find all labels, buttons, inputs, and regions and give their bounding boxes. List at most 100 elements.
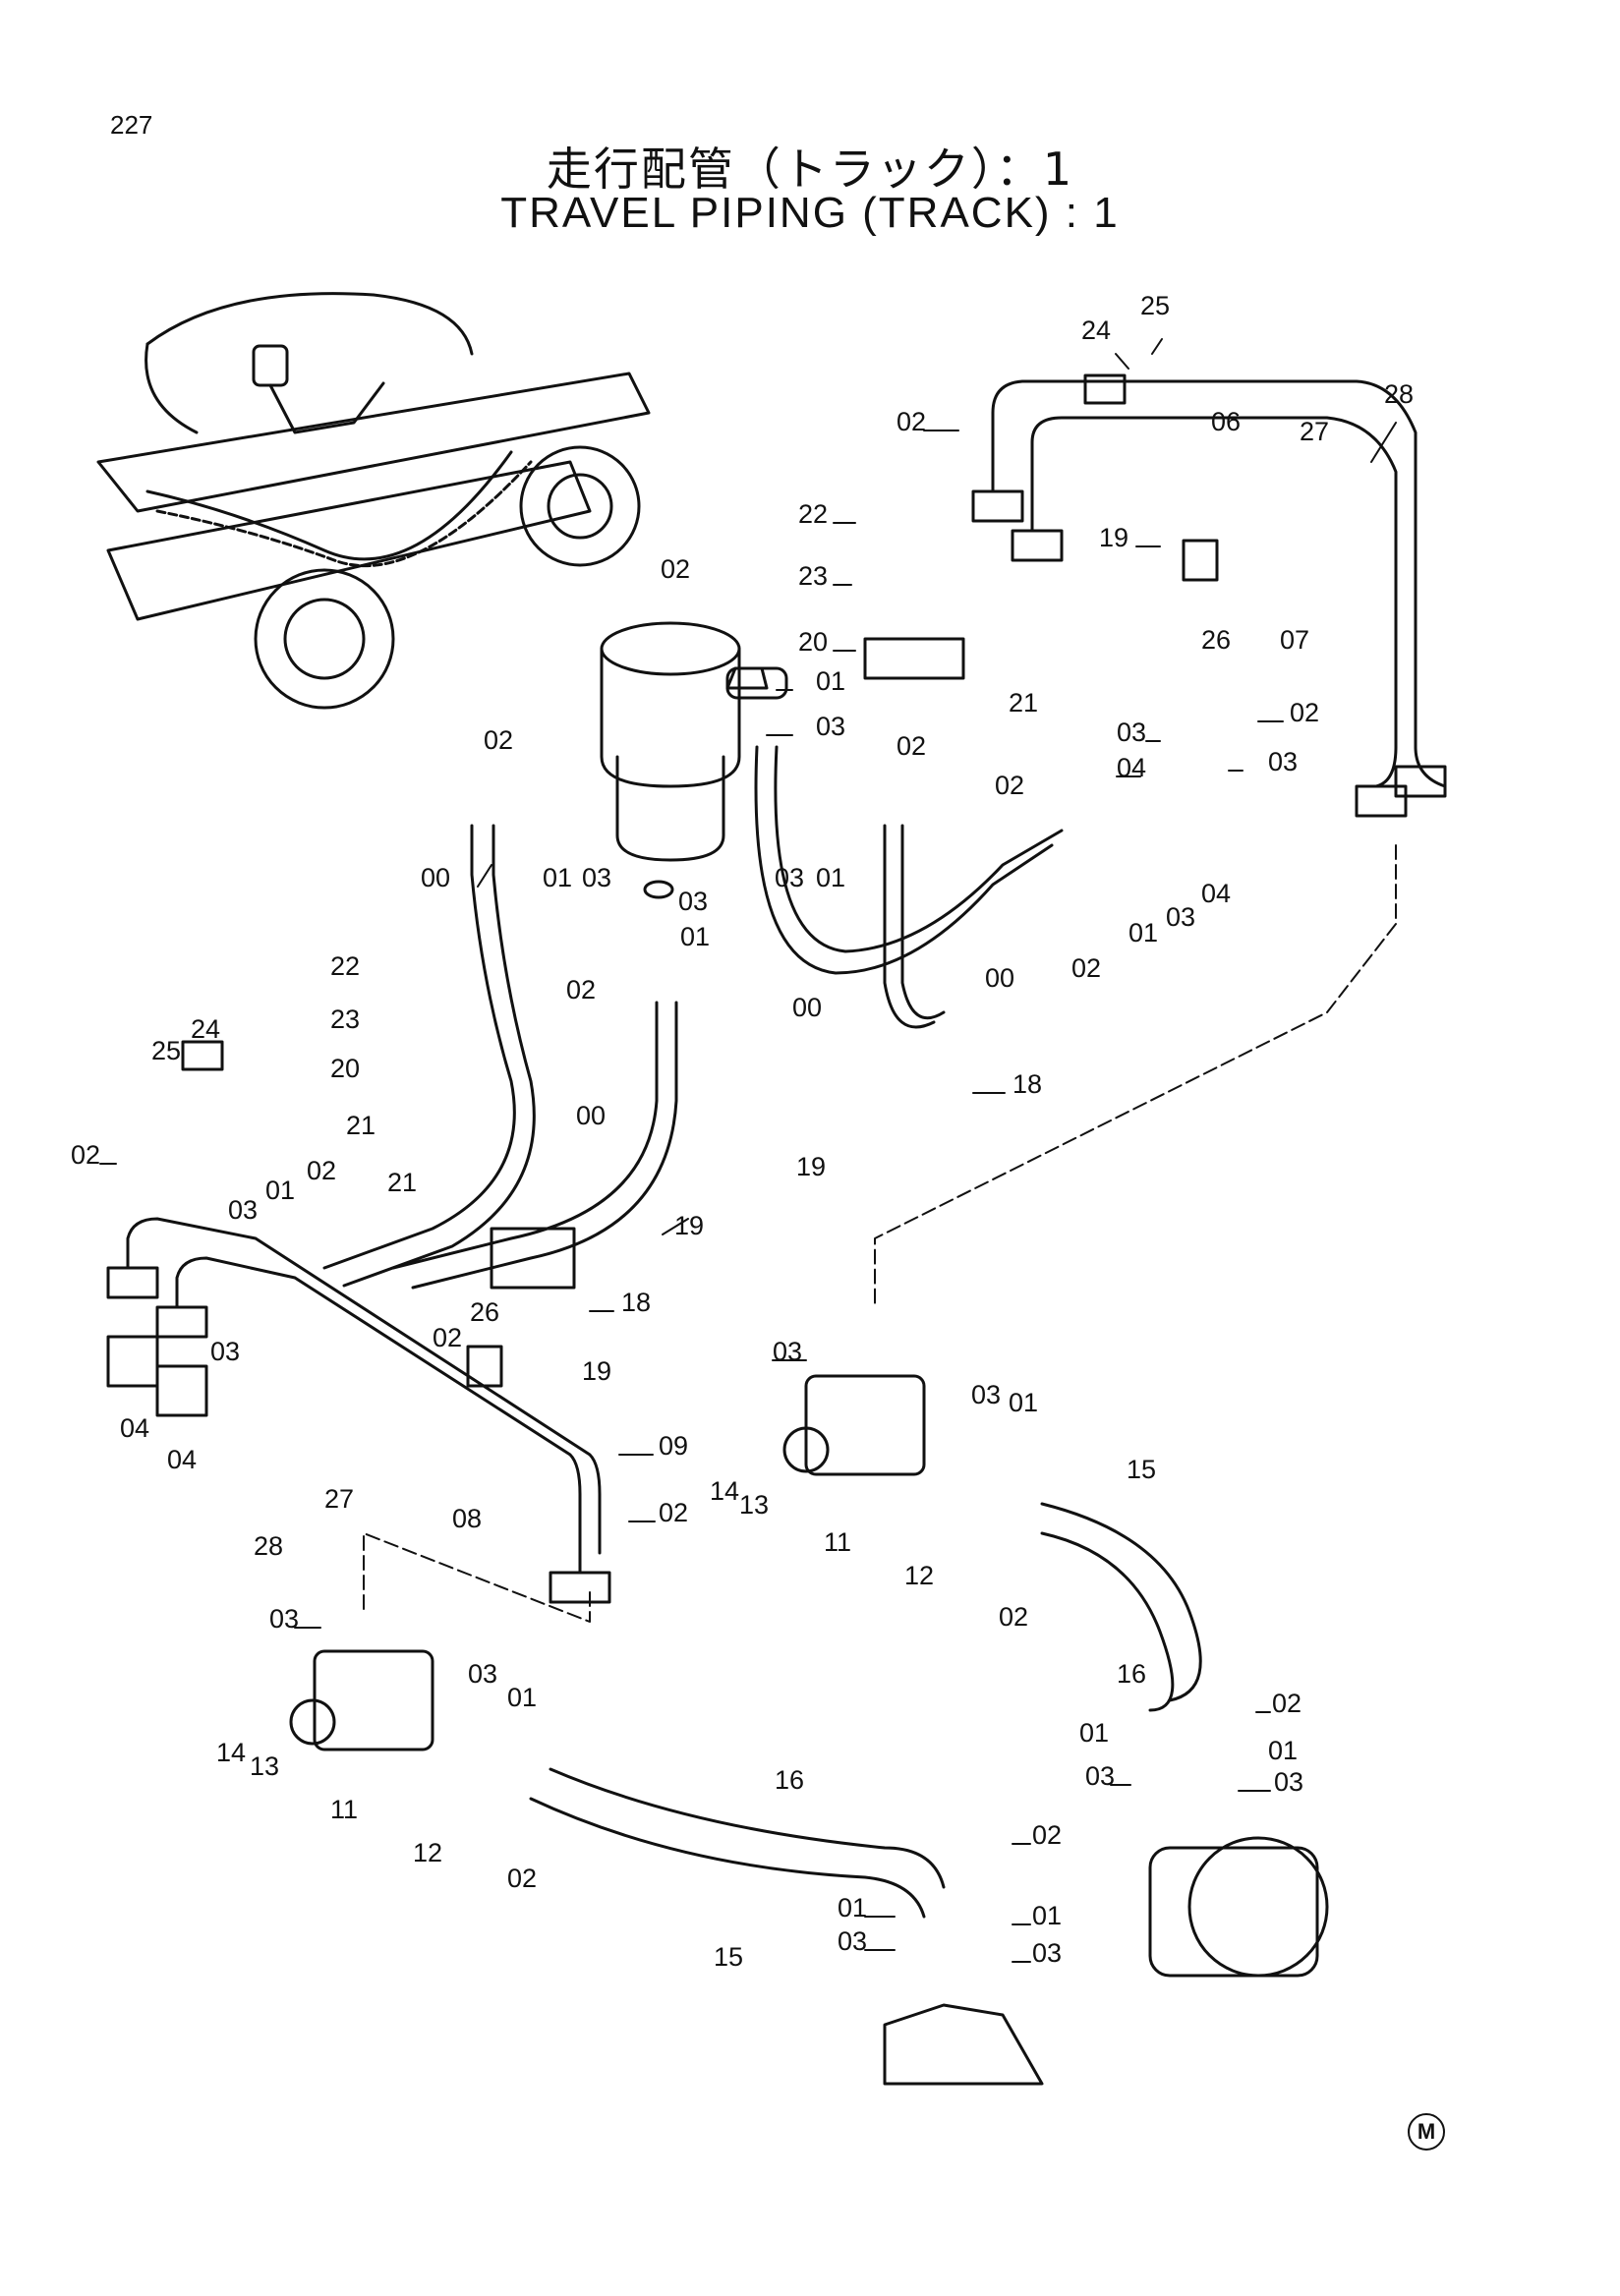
part-callout-03: 03: [678, 887, 708, 916]
part-callout-18: 18: [1012, 1069, 1042, 1099]
part-callout-13: 13: [739, 1490, 769, 1520]
part-callout-03: 03: [775, 863, 804, 892]
part-callout-02: 02: [999, 1602, 1028, 1632]
part-callout-01: 01: [680, 922, 710, 951]
part-callout-01: 01: [507, 1683, 537, 1712]
part-callout-07: 07: [1280, 625, 1309, 655]
right-travel-valve: [782, 1374, 1329, 1978]
part-callout-01: 01: [1009, 1388, 1038, 1417]
part-callout-15: 15: [1127, 1455, 1156, 1484]
part-callout-04: 04: [1117, 753, 1146, 782]
part-callout-02: 02: [995, 771, 1024, 800]
part-callout-27: 27: [324, 1484, 354, 1514]
part-callout-02: 02: [659, 1498, 688, 1527]
part-callout-21: 21: [387, 1168, 417, 1197]
part-callout-09: 09: [659, 1431, 688, 1461]
part-callout-24: 24: [1081, 316, 1111, 345]
part-callout-14: 14: [710, 1476, 739, 1506]
part-callout-03: 03: [1117, 718, 1146, 747]
part-callout-18: 18: [621, 1288, 651, 1317]
part-callout-02: 02: [433, 1323, 462, 1352]
title-english: TRAVEL PIPING (TRACK) : 1: [500, 189, 1120, 237]
part-callout-02: 02: [1032, 1820, 1062, 1850]
part-callout-03: 03: [468, 1659, 497, 1689]
part-callout-23: 23: [798, 561, 828, 591]
callout-labels: 24 25 28 02 06 27 22 19 02 23 26 07 20 01 21 03 02 03 02 02…: [71, 291, 1414, 1972]
part-callout-13: 13: [250, 1751, 279, 1781]
part-callout-28: 28: [1384, 379, 1414, 409]
part-callout-01: 01: [543, 863, 572, 892]
part-callout-03: 03: [1166, 902, 1195, 932]
part-callout-01: 01: [816, 863, 845, 892]
part-callout-02: 02: [1071, 953, 1101, 983]
part-callout-26: 26: [1201, 625, 1231, 655]
part-callout-03: 03: [1085, 1761, 1115, 1791]
part-callout-23: 23: [330, 1004, 360, 1034]
part-callout-21: 21: [346, 1111, 376, 1140]
part-callout-19: 19: [796, 1152, 826, 1181]
part-callout-03: 03: [269, 1604, 299, 1634]
part-callout-01: 01: [1128, 918, 1158, 947]
leader-lines: [99, 338, 1397, 1963]
part-callout-11: 11: [330, 1795, 358, 1824]
part-callout-06: 06: [1211, 407, 1241, 436]
part-callout-15: 15: [714, 1942, 743, 1972]
m-mark: M: [1408, 2113, 1445, 2151]
part-callout-20: 20: [798, 627, 828, 657]
part-callout-19: 19: [1099, 523, 1128, 552]
part-callout-02: 02: [1272, 1689, 1302, 1718]
part-callout-28: 28: [254, 1531, 283, 1561]
part-callout-25: 25: [1140, 291, 1170, 320]
left-pipe-assembly: [106, 1040, 611, 1604]
part-callout-01: 01: [838, 1893, 867, 1923]
part-callout-16: 16: [775, 1765, 804, 1795]
part-callout-22: 22: [330, 951, 360, 981]
part-callout-19: 19: [674, 1211, 704, 1240]
part-callout-02: 02: [1290, 698, 1319, 727]
part-callout-21: 21: [1009, 688, 1038, 718]
part-callout-27: 27: [1300, 417, 1329, 446]
center-hoses: [322, 745, 1064, 1290]
part-callout-25: 25: [151, 1036, 181, 1065]
left-travel-valve: [289, 1649, 1044, 2086]
part-callout-00: 00: [985, 963, 1014, 993]
part-callout-03: 03: [773, 1337, 802, 1366]
part-callout-14: 14: [216, 1738, 246, 1767]
part-callout-03: 03: [816, 712, 845, 741]
part-callout-12: 12: [904, 1561, 934, 1590]
part-callout-08: 08: [452, 1504, 482, 1533]
part-callout-24: 24: [191, 1014, 220, 1044]
part-callout-02: 02: [897, 731, 926, 761]
part-callout-02: 02: [484, 725, 513, 755]
part-callout-04: 04: [1201, 879, 1231, 908]
part-callout-01: 01: [265, 1176, 295, 1205]
part-callout-11: 11: [824, 1527, 851, 1557]
part-callout-19: 19: [582, 1356, 611, 1386]
part-callout-12: 12: [413, 1838, 442, 1867]
part-callout-03: 03: [210, 1337, 240, 1366]
part-callout-02: 02: [566, 975, 596, 1004]
part-callout-00: 00: [792, 993, 822, 1022]
part-callout-04: 04: [120, 1413, 149, 1443]
part-callout-20: 20: [330, 1054, 360, 1083]
part-callout-00: 00: [421, 863, 450, 892]
machine-overview-illustration: [96, 292, 651, 710]
part-callout-03: 03: [1274, 1767, 1303, 1797]
part-callout-01: 01: [816, 666, 845, 696]
part-callout-02: 02: [661, 554, 690, 584]
upper-pipe-assembly: [971, 373, 1447, 818]
part-callout-03: 03: [1268, 747, 1298, 776]
part-callout-03: 03: [838, 1926, 867, 1956]
part-callout-01: 01: [1032, 1901, 1062, 1930]
part-callout-02: 02: [71, 1140, 100, 1170]
part-callout-02: 02: [897, 407, 926, 436]
center-joint: [600, 621, 965, 899]
part-callout-16: 16: [1117, 1659, 1146, 1689]
part-callout-01: 01: [1079, 1718, 1109, 1748]
part-callout-26: 26: [470, 1297, 499, 1327]
part-callout-02: 02: [307, 1156, 336, 1185]
page-number: 227: [110, 110, 153, 140]
part-callout-03: 03: [971, 1380, 1001, 1409]
